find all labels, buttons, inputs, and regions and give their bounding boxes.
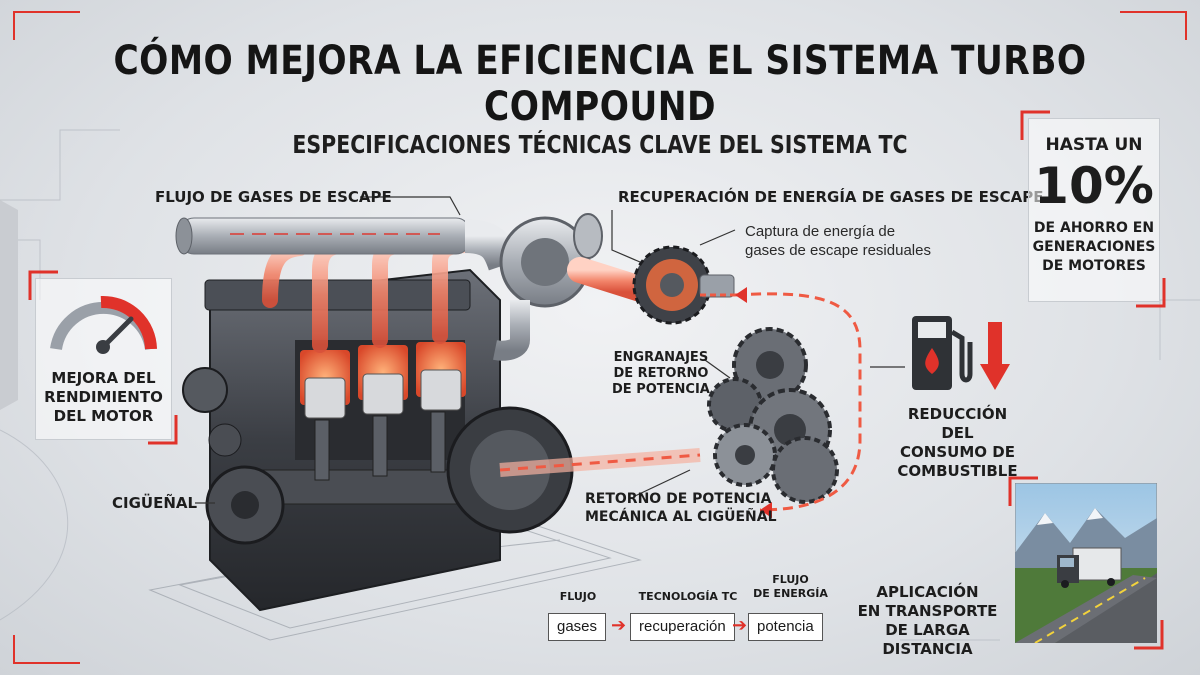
label-return-line2: MECÁNICA AL CIGÜEÑAL xyxy=(585,509,777,525)
savings-line4: DE MOTORES xyxy=(1042,258,1146,274)
application-line1: APLICACIÓN xyxy=(876,583,979,601)
flow-header-1: FLUJO xyxy=(559,590,597,603)
page-title: CÓMO MEJORA LA EFICIENCIA EL SISTEMA TUR… xyxy=(113,38,1087,130)
truck-road-image xyxy=(1015,483,1157,643)
flow-arrow-2: ➔ xyxy=(732,615,748,635)
label-exhaust-flow: FLUJO DE GASES DE ESCAPE xyxy=(155,188,392,206)
truck-image-corners xyxy=(1008,476,1164,650)
turbine xyxy=(493,213,603,361)
gear-train xyxy=(707,327,839,504)
flow-box-potencia: potencia xyxy=(748,613,823,641)
label-return-line1: RETORNO DE POTENCIA xyxy=(585,491,772,507)
label-crankshaft: CIGÜEÑAL xyxy=(112,494,198,512)
application-line2: EN TRANSPORTE xyxy=(857,602,998,620)
savings-line2: DE AHORRO EN xyxy=(1033,220,1155,236)
label-return: RETORNO DE POTENCIA MECÁNICA AL CIGÜEÑAL xyxy=(585,490,777,526)
label-gears-line1: ENGRANAJES xyxy=(613,350,709,365)
page-subtitle: ESPECIFICACIONES TÉCNICAS CLAVE DEL SIST… xyxy=(292,130,908,159)
label-gears-line2: DE RETORNO xyxy=(613,366,709,381)
label-capture-line1: Captura de energía de xyxy=(745,223,896,240)
fuel-pump-icon xyxy=(912,316,1010,390)
exhaust-pipe xyxy=(179,217,471,255)
savings-line3: GENERACIONES xyxy=(1032,239,1156,255)
label-capture-line2: gases de escape residuales xyxy=(745,242,931,259)
label-gears: ENGRANAJES DE RETORNO DE POTENCIA xyxy=(612,350,710,398)
flow-box-gases: gases xyxy=(548,613,607,641)
power-turbine-gear xyxy=(632,245,735,325)
savings-panel-corners xyxy=(1020,110,1166,308)
flow-header-2: TECNOLOGÍA TC xyxy=(638,590,738,603)
fuel-line3: COMBUSTIBLE xyxy=(897,462,1018,480)
power-return-arrows xyxy=(499,292,862,512)
performance-line2: RENDIMIENTO xyxy=(44,388,163,406)
performance-text: MEJORA DEL RENDIMIENTO DEL MOTOR xyxy=(36,369,171,426)
performance-line3: DEL MOTOR xyxy=(53,407,154,425)
label-capture: Captura de energía de gases de escape re… xyxy=(745,222,931,260)
fuel-line2: CONSUMO DE xyxy=(900,443,1015,461)
performance-panel: MEJORA DEL RENDIMIENTO DEL MOTOR xyxy=(35,278,172,440)
savings-text: DE AHORRO EN GENERACIONES DE MOTORES xyxy=(1029,219,1159,276)
fuel-text: REDUCCIÓN DEL CONSUMO DE COMBUSTIBLE xyxy=(890,405,1025,481)
savings-line1: HASTA UN xyxy=(1045,135,1143,155)
label-gears-line3: DE POTENCIA xyxy=(612,382,710,397)
application-line3: DE LARGA DISTANCIA xyxy=(882,621,973,658)
gauge-icon xyxy=(50,295,157,354)
fuel-line1: REDUCCIÓN DEL xyxy=(907,405,1008,442)
savings-panel: HASTA UN 10% DE AHORRO EN GENERACIONES D… xyxy=(1028,118,1160,302)
flow-box-recuperacion: recuperación xyxy=(630,613,735,641)
performance-panel-corners xyxy=(28,270,178,445)
engine-block xyxy=(182,268,574,612)
savings-percent: 10% xyxy=(1034,157,1154,215)
flow-arrow-1: ➔ xyxy=(611,615,627,635)
application-text: APLICACIÓN EN TRANSPORTE DE LARGA DISTAN… xyxy=(845,583,1010,659)
flow-header-3: FLUJO DE ENERGÍA xyxy=(753,573,828,600)
performance-line1: MEJORA DEL xyxy=(51,369,156,387)
label-energy-recovery: RECUPERACIÓN DE ENERGÍA DE GASES DE ESCA… xyxy=(618,188,1044,206)
